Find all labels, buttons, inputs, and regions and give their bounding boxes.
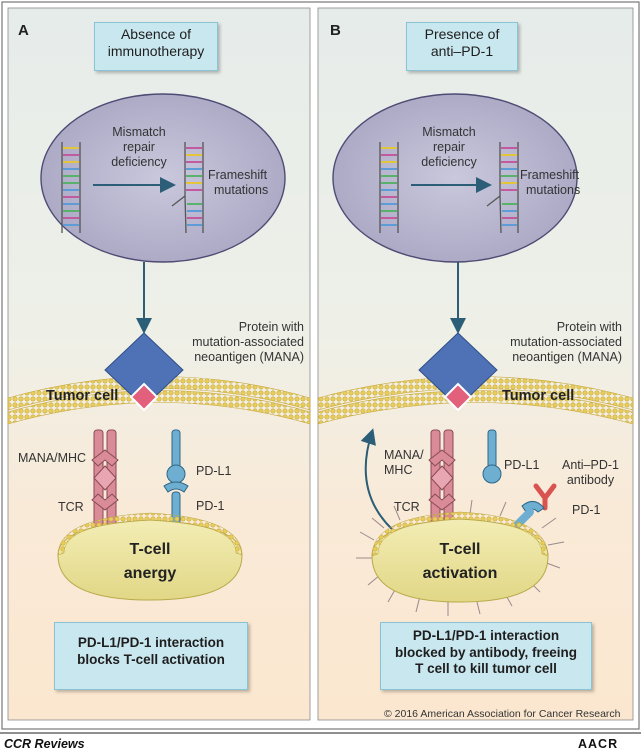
panel-a-pd1-label: PD-1 <box>196 499 225 513</box>
panel-b-protein-line3: neoantigen (MANA) <box>512 350 622 364</box>
panel-a-caption-line2: blocks T-cell activation <box>77 651 225 667</box>
panel-a-tcell-text: T-cell anergy <box>100 540 200 584</box>
mana-protein-b <box>418 332 498 412</box>
panel-a-frameshift-line1: Frameshift <box>208 168 268 182</box>
publisher-logo: AACR <box>578 737 619 751</box>
dna-strand-a-right <box>171 142 204 234</box>
panel-a-pdl1-label: PD-L1 <box>196 464 232 478</box>
panel-a-protein-line2: mutation-associated <box>192 335 304 349</box>
panel-a-protein-label: Protein with mutation-associated neoanti… <box>178 320 304 365</box>
panel-a-mismatch-line2: repair <box>123 140 155 154</box>
mhc-tcr-complex-a <box>91 429 119 531</box>
panel-b-frameshift-line2: mutations <box>526 183 581 197</box>
panel-b-tcr-label: TCR <box>394 500 420 514</box>
panel-a-header-line1: Absence of <box>120 26 192 42</box>
panel-b-frameshift-line1: Frameshift <box>520 168 580 182</box>
panel-b-protein-label: Protein with mutation-associated neoanti… <box>494 320 622 365</box>
panel-b-antibody-line1: Anti–PD-1 <box>562 458 619 472</box>
panel-b-mismatch-line1: Mismatch <box>422 125 476 139</box>
panel-b-protein-line1: Protein with <box>556 320 622 334</box>
panel-a-protein-line1: Protein with <box>238 320 304 334</box>
t-cell-a <box>57 512 243 601</box>
panel-b-frameshift-label: Frameshift mutations <box>520 168 580 198</box>
panel-a-caption-line1: PD-L1/PD-1 interaction <box>77 635 225 650</box>
panel-a <box>7 7 311 721</box>
journal-name: CCR Reviews <box>4 737 85 751</box>
panel-b-letter: B <box>330 22 341 39</box>
panel-b-mismatch-line2: repair <box>433 140 465 154</box>
panel-b-pd1-label: PD-1 <box>572 503 601 517</box>
tumor-membrane-a <box>7 376 311 425</box>
mana-protein-a <box>104 332 184 412</box>
tumor-membrane-b <box>317 376 634 425</box>
panel-a-mismatch-line3: deficiency <box>111 155 167 169</box>
panel-a-tumor-cell-label: Tumor cell <box>46 388 119 404</box>
panel-b-tcell-line2: activation <box>422 565 498 582</box>
panel-b-mismatch-label: Mismatch repair deficiency <box>414 125 484 170</box>
panel-b-mismatch-line3: deficiency <box>421 155 477 169</box>
panel-b-tcell-line1: T-cell <box>439 541 481 558</box>
pdl1-b <box>482 429 502 484</box>
panel-b-tumor-cell-label: Tumor cell <box>502 388 575 404</box>
panel-a-mismatch-label: Mismatch repair deficiency <box>104 125 174 170</box>
panel-a-tcell-line2: anergy <box>123 565 177 582</box>
panel-a-protein-line3: neoantigen (MANA) <box>194 350 304 364</box>
panel-b-caption: PD-L1/PD-1 interaction blocked by antibo… <box>380 622 592 690</box>
panel-b-antibody-line2: antibody <box>566 473 615 487</box>
panel-a-header-line2: immunotherapy <box>107 43 205 59</box>
panel-b-protein-line2: mutation-associated <box>510 335 622 349</box>
panel-a-frameshift-label: Frameshift mutations <box>208 168 268 198</box>
panel-b-header-line2: anti–PD-1 <box>430 43 494 59</box>
panel-a-frameshift-line2: mutations <box>214 183 269 197</box>
t-cell-b <box>356 499 565 616</box>
panel-b-antibody-label: Anti–PD-1 antibody <box>562 458 619 488</box>
panel-b-caption-line2: blocked by antibody, freeing <box>394 644 578 660</box>
panel-a-mismatch-line1: Mismatch <box>112 125 166 139</box>
panel-a-letter: A <box>18 22 29 39</box>
panel-b-pdl1-label: PD-L1 <box>504 458 540 472</box>
panel-b-mana-line2: MHC <box>384 463 413 477</box>
panel-a-header: Absence of immunotherapy <box>94 22 218 71</box>
panel-b-header: Presence of anti–PD-1 <box>406 22 518 71</box>
panel-b-caption-line3: T cell to kill tumor cell <box>415 661 557 676</box>
anti-pd1-antibody <box>533 483 557 511</box>
dna-strand-a-left <box>61 142 81 233</box>
dna-strand-b-left <box>379 142 399 233</box>
panel-a-tcr-label: TCR <box>58 500 84 514</box>
panel-b <box>317 7 634 721</box>
panel-b-mana-mhc-label: MANA/ MHC <box>384 448 424 478</box>
copyright-notice: © 2016 American Association for Cancer R… <box>384 708 621 720</box>
panel-b-caption-line1: PD-L1/PD-1 interaction <box>412 628 560 643</box>
panel-b-tcell-text: T-cell activation <box>405 540 515 584</box>
dna-strand-b-right <box>486 142 519 234</box>
panel-b-header-line1: Presence of <box>424 26 500 42</box>
panel-b-mana-line1: MANA/ <box>384 448 424 462</box>
panel-a-caption: PD-L1/PD-1 interaction blocks T-cell act… <box>54 622 248 690</box>
nucleus-b <box>332 93 578 263</box>
panel-a-tcell-line1: T-cell <box>129 541 171 558</box>
panel-a-mana-mhc-label: MANA/MHC <box>18 451 87 465</box>
